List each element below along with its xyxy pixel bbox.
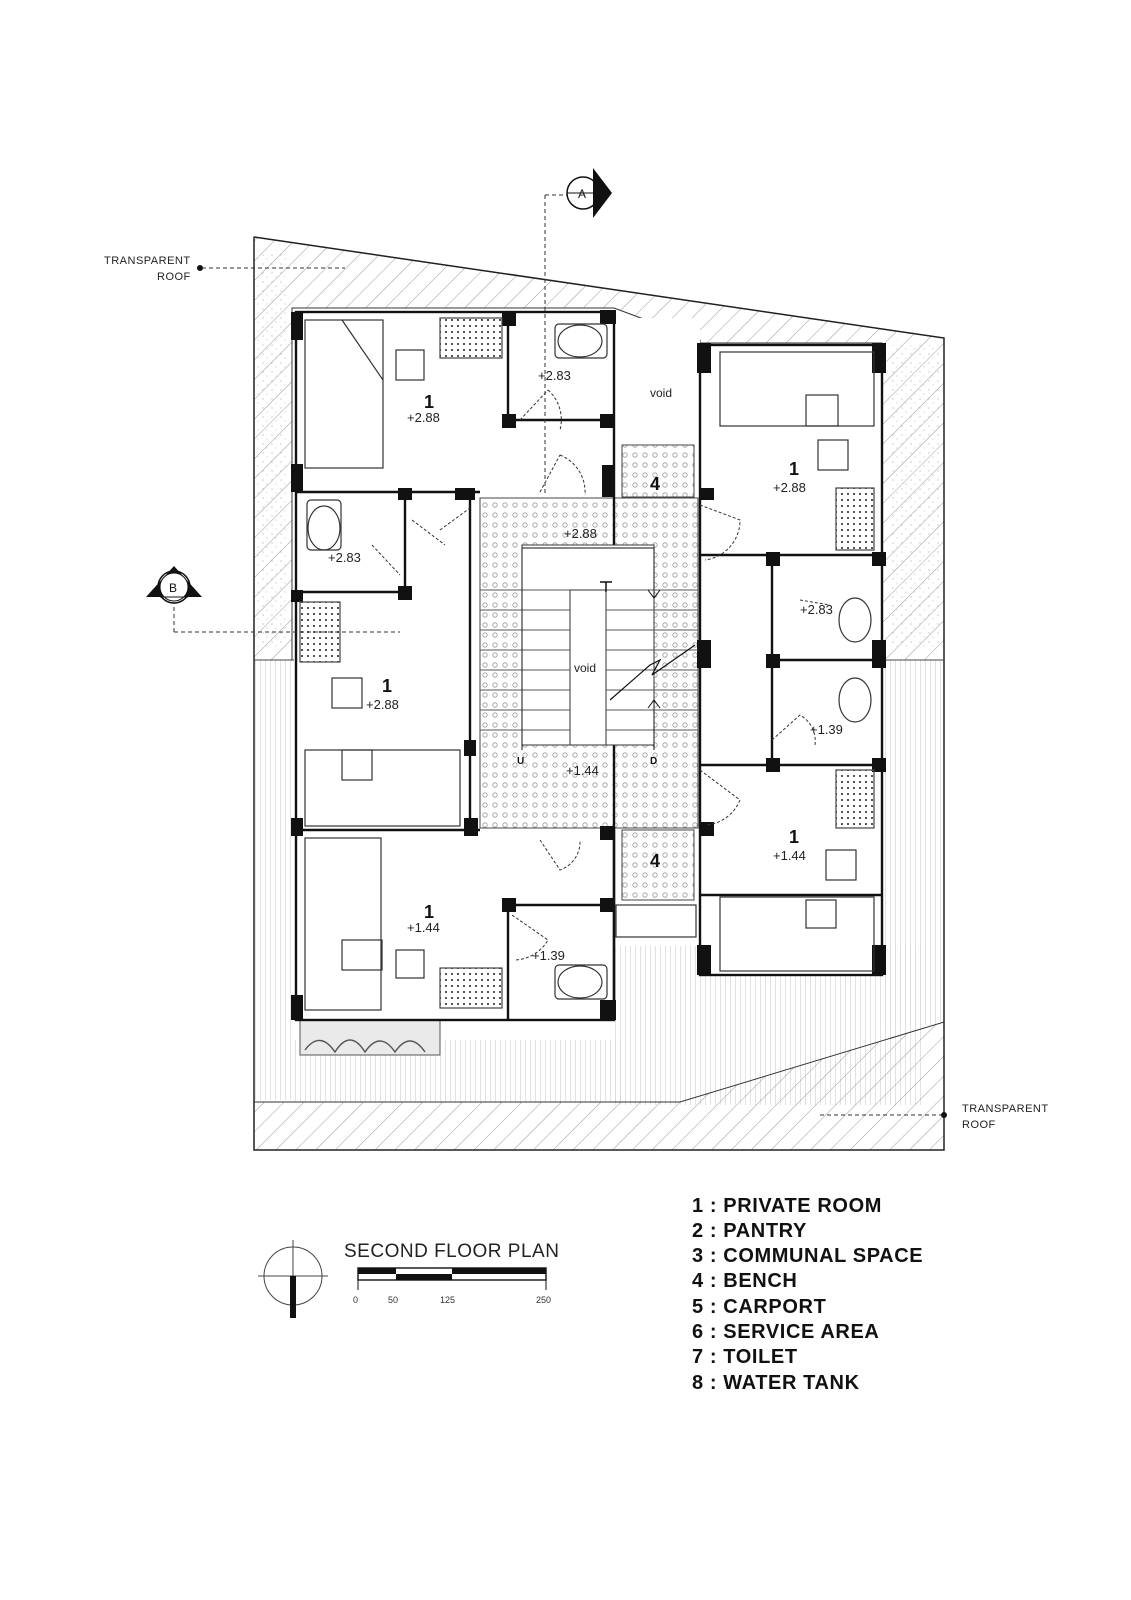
stair-upper-level: +2.88 — [564, 526, 597, 541]
room-level: +2.88 — [366, 697, 399, 712]
door-swings — [371, 389, 831, 961]
legend-item: 3 : COMMUNAL SPACE — [692, 1245, 923, 1267]
scale-tick: 50 — [388, 1295, 398, 1305]
plan-title: SECOND FLOOR PLAN — [344, 1241, 559, 1262]
north-arrow-icon — [258, 1240, 328, 1318]
void-top-label: void — [650, 386, 672, 400]
stair-lower-level: +1.44 — [566, 763, 599, 778]
legend-item: 6 : SERVICE AREA — [692, 1321, 879, 1343]
toilet-level: +2.83 — [538, 368, 571, 383]
legend-item: 4 : BENCH — [692, 1270, 797, 1292]
annotation-leaders — [173, 194, 942, 1116]
legend-item: 7 : TOILET — [692, 1346, 798, 1368]
room-level: +2.88 — [407, 410, 440, 425]
section-b-label: B — [169, 581, 177, 595]
furniture — [299, 317, 875, 1011]
scale-tick: 0 — [353, 1295, 358, 1305]
structural-columns — [291, 310, 886, 1020]
section-marker-a — [566, 168, 612, 218]
scale-tick: 125 — [440, 1295, 455, 1305]
walls — [294, 310, 884, 1022]
transparent-roof-top-line2: ROOF — [157, 271, 191, 283]
room-level: +1.44 — [773, 848, 806, 863]
bench-label: 4 — [650, 851, 660, 871]
roof-leader-dot-top — [197, 265, 203, 271]
legend-item: 1 : PRIVATE ROOM — [692, 1195, 882, 1217]
room-number: 1 — [789, 827, 799, 847]
roof-leader-dot-bottom — [941, 1112, 947, 1118]
stair-down-label: D — [650, 756, 657, 767]
toilet-level: +1.39 — [810, 722, 843, 737]
site-outline — [253, 236, 945, 1151]
toilet-level: +1.39 — [532, 948, 565, 963]
stair-up-label: U — [517, 756, 524, 767]
room-number: 1 — [789, 459, 799, 479]
section-a-label: A — [578, 187, 586, 201]
room-level: +2.88 — [773, 480, 806, 495]
scale-tick: 250 — [536, 1295, 551, 1305]
room-number: 1 — [424, 902, 434, 922]
transparent-roof-top-line1: TRANSPARENT — [104, 255, 191, 267]
toilet-level: +2.83 — [800, 602, 833, 617]
legend-item: 8 : WATER TANK — [692, 1372, 860, 1394]
transparent-roof-bottom-line2: ROOF — [962, 1119, 996, 1131]
transparent-roof-bottom-line1: TRANSPARENT — [962, 1103, 1049, 1115]
room-level: +1.44 — [407, 920, 440, 935]
section-marker-b — [146, 566, 202, 604]
scale-bar — [357, 1267, 547, 1290]
toilet-level: +2.83 — [328, 550, 361, 565]
legend-item: 5 : CARPORT — [692, 1296, 826, 1318]
legend-item: 2 : PANTRY — [692, 1220, 807, 1242]
room-number: 1 — [382, 676, 392, 696]
stair-void-label: void — [574, 661, 596, 675]
room-number: 1 — [424, 392, 434, 412]
bench-label: 4 — [650, 474, 660, 494]
stair — [480, 544, 698, 750]
text-layer: TRANSPARENT ROOF TRANSPARENT ROOF A B 1 … — [104, 187, 1049, 1394]
